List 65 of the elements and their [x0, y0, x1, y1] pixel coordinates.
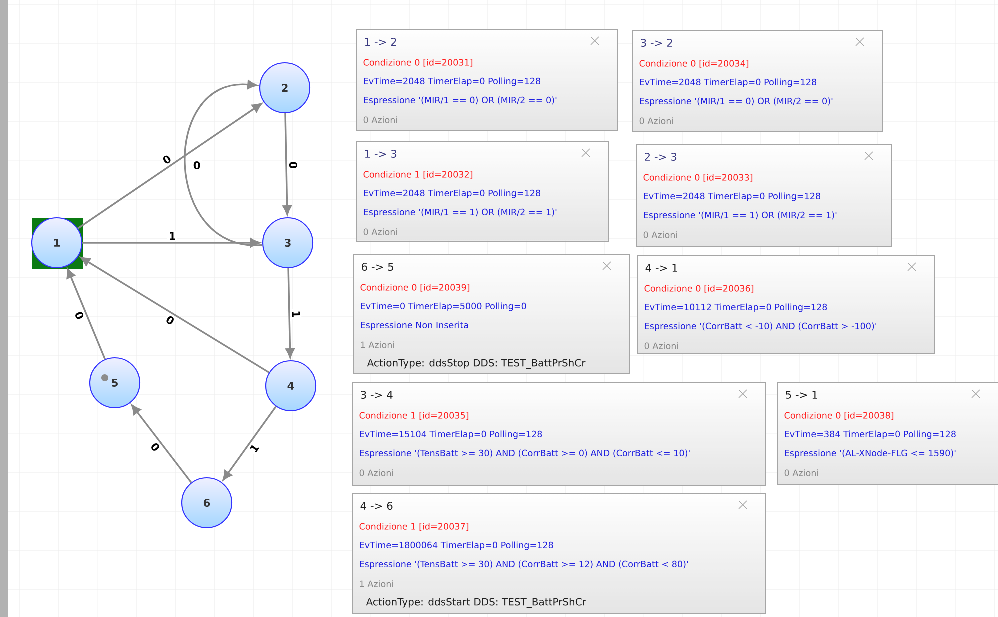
action-count: 1 Azioni: [361, 342, 394, 348]
edge-label: 1: [250, 445, 260, 453]
expression-text: Espressione '(MIR/1 == 1) OR (MIR/2 == 1)': [644, 212, 837, 220]
condition-text: Condizione 1 [id=20037]: [360, 523, 469, 531]
panel-title: 5 -> 1: [786, 391, 818, 399]
arrow: [132, 404, 192, 484]
timing-text: EvTime=384 TimerElap=0 Polling=128: [785, 430, 956, 440]
edge-label: 1: [170, 232, 176, 240]
panel-title: 1 -> 3: [365, 150, 397, 158]
condition-text: Condizione 0 [id=20031]: [364, 59, 473, 67]
action-text: ActionType: ddsStart DDS: TEST_BattPrShCr: [366, 598, 586, 608]
action-count: 0 Azioni: [640, 118, 674, 124]
expression-text: Espressione '(MIR/1 == 1) OR (MIR/2 == 1)': [364, 208, 557, 218]
action-count: 0 Azioni: [644, 232, 678, 238]
edge-label: 0: [194, 161, 200, 170]
arrow: [286, 268, 295, 358]
expression-text: Espressione '(CorrBatt < -10) AND (CorrBatt > -100)': [645, 322, 876, 332]
action-count: 0 Azioni: [644, 342, 678, 350]
action-count: 0 Azioni: [360, 470, 394, 476]
timing-text: EvTime=0 TimerElap=5000 Polling=0: [361, 302, 526, 312]
edge-label: 0: [76, 312, 84, 320]
timing-text: EvTime=15104 TimerElap=0 Polling=128: [360, 430, 542, 440]
timing-text: EvTime=2048 TimerElap=0 Polling=128: [364, 78, 540, 86]
expression-text: Espressione '(AL-XNode-FLG <= 1590)': [785, 450, 956, 458]
timing-text: EvTime=2048 TimerElap=0 Polling=128: [644, 192, 820, 202]
edge-label: 0: [163, 156, 171, 164]
action-count: 0 Azioni: [364, 116, 398, 124]
action-count: 1 Azioni: [360, 580, 394, 588]
timing-text: EvTime=2048 TimerElap=0 Polling=128: [364, 190, 540, 198]
timing-text: EvTime=1800064 TimerElap=0 Polling=128: [360, 542, 554, 550]
arrow: [66, 268, 106, 360]
arrow: [80, 257, 270, 374]
condition-text: Condizione 1 [id=20035]: [360, 412, 469, 420]
condition-text: Condizione 0 [id=20034]: [640, 60, 749, 68]
action-text: ActionType: ddsStop DDS: TEST_BattPrShCr: [367, 359, 586, 369]
arrow: [222, 406, 277, 481]
panel-title: 4 -> 1: [646, 264, 678, 272]
condition-text: Condizione 0 [id=20038]: [784, 412, 894, 420]
panel-title: 6 -> 5: [362, 262, 394, 272]
edge-label: 0: [166, 316, 174, 324]
expression-text: Espressione '(MIR/1 == 0) OR (MIR/2 == 0)': [640, 98, 833, 106]
panel-title: 3 -> 4: [361, 390, 393, 400]
condition-text: Condizione 0 [id=20033]: [644, 174, 753, 182]
arrow: [184, 80, 263, 246]
expression-text: Espressione '(MIR/1 == 0) OR (MIR/2 == 0)': [364, 96, 557, 106]
condition-text: Condizione 0 [id=20039]: [360, 284, 470, 292]
condition-text: Condizione 1 [id=20032]: [364, 171, 473, 179]
arrow: [282, 114, 292, 216]
edge-label: 1: [292, 312, 300, 318]
panel-title: 3 -> 2: [641, 38, 672, 48]
timing-text: EvTime=2048 TimerElap=0 Polling=128: [640, 78, 816, 88]
expression-text: Espressione '(TensBatt >= 30) AND (CorrBatt >= 12) AND (CorrBatt < 80)': [360, 560, 688, 570]
arrow: [82, 238, 260, 248]
edge-label: 0: [289, 162, 298, 169]
panel-title: 2 -> 3: [645, 152, 677, 162]
panel-title: 4 -> 6: [360, 502, 393, 510]
timing-text: EvTime=10112 TimerElap=0 Polling=128: [645, 304, 828, 312]
expression-text: Espressione Non Inserita: [361, 322, 468, 330]
panel-title: 1 -> 2: [365, 38, 396, 46]
arrow: [78, 103, 262, 230]
edge-label: 0: [152, 444, 160, 451]
condition-text: Condizione 0 [id=20036]: [644, 285, 754, 293]
expression-text: Espressione '(TensBatt >= 30) AND (CorrBatt >= 0) AND (CorrBatt <= 10)': [360, 450, 690, 458]
action-count: 0 Azioni: [364, 228, 398, 236]
action-count: 0 Azioni: [784, 470, 818, 476]
